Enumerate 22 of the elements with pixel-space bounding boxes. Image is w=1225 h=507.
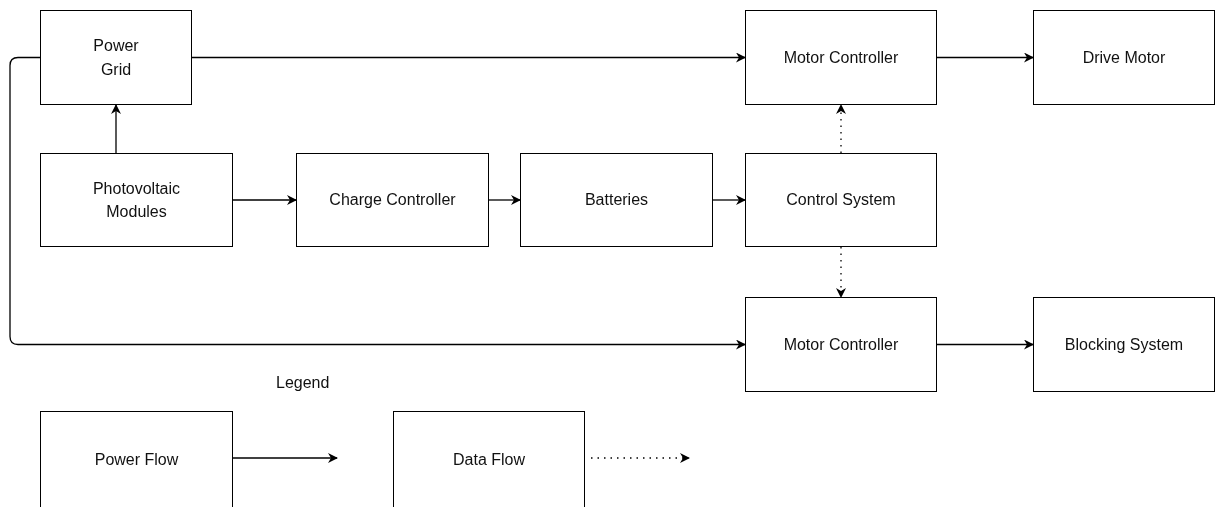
arrow	[488, 195, 521, 205]
arrow	[936, 339, 1034, 350]
arrow	[836, 246, 846, 298]
arrow	[836, 104, 846, 154]
arrow	[936, 52, 1034, 63]
process-box: Drive Motor	[1033, 10, 1215, 105]
arrow	[111, 104, 121, 154]
arrow	[9, 56, 746, 350]
arrow	[191, 52, 746, 63]
process-box: Power Grid	[40, 10, 192, 105]
process-box: Motor Controller	[745, 10, 937, 105]
process-box: Batteries	[520, 153, 713, 247]
process-box: Charge Controller	[296, 153, 489, 247]
process-box: Control System	[745, 153, 937, 247]
legend-box: Power Flow	[40, 411, 233, 507]
process-box: Motor Controller	[745, 297, 937, 392]
arrow	[712, 195, 746, 205]
legend-heading: Legend	[276, 374, 330, 392]
arrow	[232, 195, 297, 205]
process-box: Blocking System	[1033, 297, 1215, 392]
process-box: Photovoltaic Modules	[40, 153, 233, 247]
legend-box: Data Flow	[393, 411, 585, 507]
